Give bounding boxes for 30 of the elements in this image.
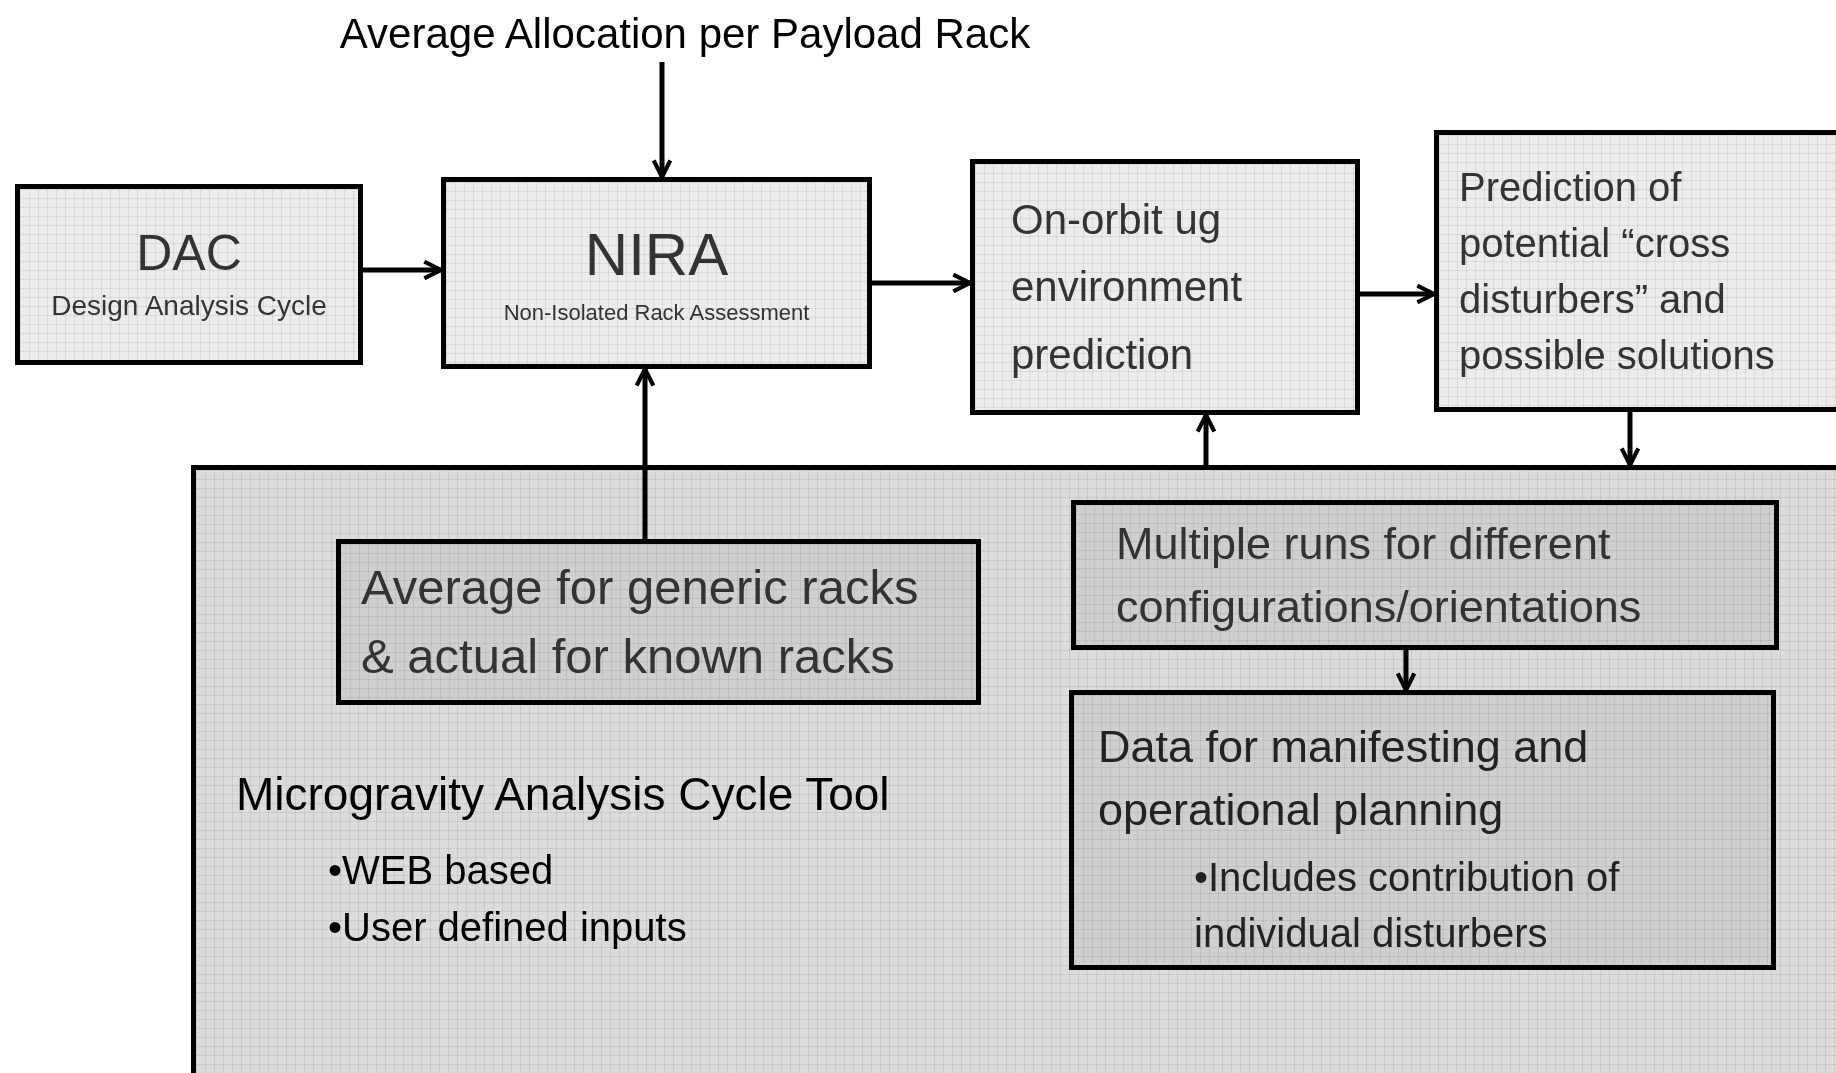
process-box — [970, 159, 1360, 415]
node-title: DAC — [136, 224, 242, 284]
arrow — [1619, 412, 1641, 468]
arrow — [1360, 283, 1437, 305]
arrow — [651, 62, 673, 180]
arrow — [1195, 412, 1217, 465]
node-title: Average for generic racks & actual for known racks — [361, 559, 920, 685]
arrow — [872, 272, 973, 294]
node-title: Prediction of potential “cross disturbers” and possible solutions — [1459, 164, 1776, 379]
node-title: NIRA — [584, 220, 729, 290]
process-box — [15, 184, 363, 365]
process-box — [441, 177, 872, 369]
node-title: Average Allocation per Payload Rack — [339, 8, 1031, 59]
arrow — [634, 366, 656, 539]
node-title: On-orbit ug environment prediction — [1011, 195, 1244, 380]
node-title: Data for manifesting and operational planning — [1098, 720, 1590, 837]
process-box — [1434, 130, 1836, 412]
node-title: Multiple runs for different configurations/orientations — [1116, 517, 1643, 634]
node-text: •WEB based — [328, 847, 554, 894]
process-box — [1071, 500, 1779, 650]
process-box — [1069, 690, 1776, 970]
node-title: Microgravity Analysis Cycle Tool — [236, 767, 890, 822]
tool-panel — [191, 465, 1836, 1073]
node-text: •Includes contribution of individual disturbers — [1193, 854, 1621, 957]
node-text: Non-Isolated Rack Assessment — [503, 299, 810, 327]
process-box — [336, 539, 981, 705]
arrow — [1395, 650, 1417, 693]
node-text: Design Analysis Cycle — [51, 288, 327, 323]
node-text: •User defined inputs — [328, 904, 687, 951]
arrow — [363, 259, 444, 281]
